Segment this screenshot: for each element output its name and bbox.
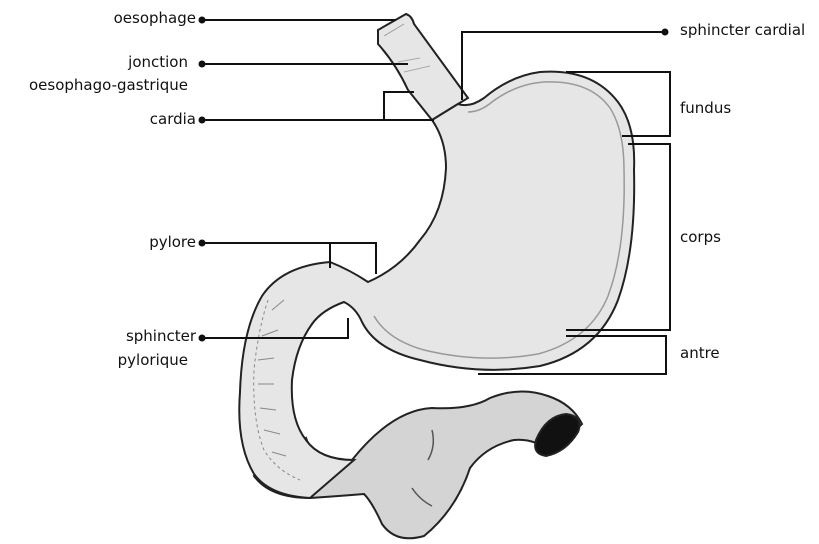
label-pylore: pylore <box>149 234 196 251</box>
esophagus <box>378 14 468 120</box>
label-antre: antre <box>680 345 720 362</box>
label-jonction-line1: jonction <box>128 54 188 71</box>
label-oesophage: oesophage <box>114 10 196 27</box>
label-sphincter-pylorique-line2: pylorique <box>118 352 188 369</box>
label-cardia: cardia <box>150 111 196 128</box>
label-sphincter-pylorique-line1: sphincter <box>126 328 196 345</box>
label-corps: corps <box>680 229 721 246</box>
label-sphincter-cardial: sphincter cardial <box>680 22 805 39</box>
label-jonction-line2: oesophago-gastrique <box>29 77 188 94</box>
label-fundus: fundus <box>680 100 731 117</box>
